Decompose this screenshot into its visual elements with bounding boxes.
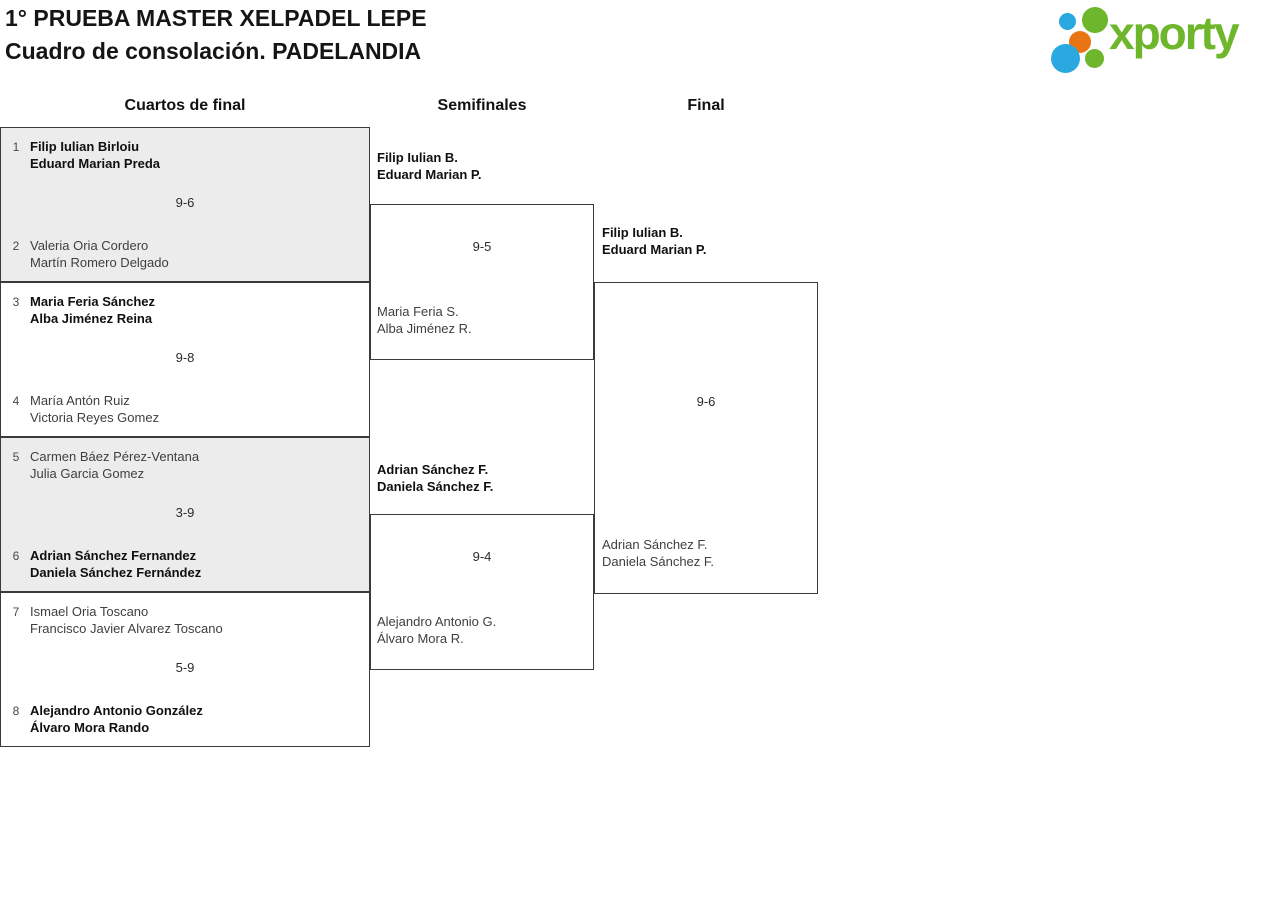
page-title: 1° PRUEBA MASTER XELPADEL LEPE (5, 5, 427, 31)
seed-number: 7 (12, 605, 20, 619)
player-name: Eduard Marian P. (602, 242, 707, 257)
logo-green-dot-big-icon (1082, 7, 1108, 33)
seed-number: 2 (12, 239, 20, 253)
seed-number: 8 (12, 704, 20, 718)
player-name: Adrian Sánchez Fernandez (30, 548, 197, 563)
seed-number: 5 (12, 450, 20, 464)
player-name: Eduard Marian Preda (30, 156, 161, 171)
xporty-wordmark: xporty (1109, 7, 1240, 59)
player-name: Valeria Oria Cordero (30, 238, 149, 253)
seed-number: 1 (12, 140, 20, 154)
player-name: Julia Garcia Gomez (30, 466, 145, 481)
match-score: 9-5 (472, 239, 492, 254)
seed-number: 4 (12, 394, 20, 408)
match-semifinal-2: 9-4 (370, 514, 594, 670)
team-row: 4 María Antón Ruiz Victoria Reyes Gomez (8, 392, 159, 426)
team-row: 8 Alejandro Antonio González Álvaro Mora… (8, 702, 203, 736)
player-name: Filip Iulian B. (602, 225, 683, 240)
player-name: Carmen Báez Pérez-Ventana (30, 449, 200, 464)
match-final: 9-6 (594, 282, 818, 594)
player-name: Filip Iulian B. (377, 150, 458, 165)
team-row: 1 Filip Iulian Birloiu Eduard Marian Pre… (8, 138, 160, 172)
advancing-team-label: Adrian Sánchez F. Daniela Sánchez F. (377, 461, 493, 495)
match-quarterfinal-4: 7 Ismael Oria Toscano Francisco Javier A… (0, 592, 370, 747)
page-subtitle: Cuadro de consolación. PADELANDIA (5, 38, 422, 64)
player-name: Alejandro Antonio González (30, 703, 203, 718)
player-name: Francisco Javier Alvarez Toscano (30, 621, 223, 636)
player-name: Martín Romero Delgado (30, 255, 169, 270)
logo-green-dot-small-icon (1085, 49, 1104, 68)
player-name: Adrian Sánchez F. (377, 462, 489, 477)
column-header-final: Final (687, 97, 725, 114)
player-name: Adrian Sánchez F. (602, 537, 708, 552)
advancing-team-label: Maria Feria S. Alba Jiménez R. (377, 303, 472, 337)
match-quarterfinal-2: 3 Maria Feria Sánchez Alba Jiménez Reina… (0, 282, 370, 437)
player-name: Victoria Reyes Gomez (30, 410, 160, 425)
player-name: Eduard Marian P. (377, 167, 482, 182)
player-name: Alba Jiménez R. (377, 321, 472, 336)
player-name: Filip Iulian Birloiu (30, 139, 140, 154)
column-header-cuartos-de-final: Cuartos de final (124, 97, 246, 114)
player-name: Alba Jiménez Reina (30, 311, 153, 326)
match-quarterfinal-1: 1 Filip Iulian Birloiu Eduard Marian Pre… (0, 127, 370, 282)
player-name: Álvaro Mora R. (377, 631, 464, 646)
player-name: Daniela Sánchez Fernández (30, 565, 202, 580)
column-header-semifinales: Semifinales (437, 97, 527, 114)
logo-blue-dot-small-icon (1059, 13, 1076, 30)
player-name: Maria Feria S. (377, 304, 459, 319)
advancing-team-label: Filip Iulian B. Eduard Marian P. (377, 149, 482, 183)
logo-blue-dot-big-icon (1051, 44, 1080, 73)
match-score: 9-6 (696, 394, 716, 409)
advancing-team-label: Alejandro Antonio G. Álvaro Mora R. (377, 613, 496, 647)
player-name: Álvaro Mora Rando (30, 720, 150, 735)
player-name: Maria Feria Sánchez (30, 294, 155, 309)
player-name: Alejandro Antonio G. (377, 614, 497, 629)
match-score: 9-8 (175, 350, 195, 365)
page-header: 1° PRUEBA MASTER XELPADEL LEPE Cuadro de… (5, 2, 427, 68)
match-quarterfinal-3: 5 Carmen Báez Pérez-Ventana Julia Garcia… (0, 437, 370, 592)
advancing-team-label: Filip Iulian B. Eduard Marian P. (602, 224, 707, 258)
match-semifinal-1: 9-5 (370, 204, 594, 360)
player-name: Daniela Sánchez F. (602, 554, 715, 569)
team-row: 7 Ismael Oria Toscano Francisco Javier A… (8, 603, 223, 637)
xporty-logo[interactable]: xporty (1045, 0, 1280, 82)
match-score: 3-9 (175, 505, 195, 520)
team-row: 6 Adrian Sánchez Fernandez Daniela Sánch… (8, 547, 202, 581)
player-name: Daniela Sánchez F. (377, 479, 494, 494)
player-name: María Antón Ruiz (30, 393, 130, 408)
team-row: 2 Valeria Oria Cordero Martín Romero Del… (8, 237, 169, 271)
seed-number: 3 (12, 295, 20, 309)
match-score: 9-4 (472, 549, 492, 564)
team-row: 3 Maria Feria Sánchez Alba Jiménez Reina (8, 293, 155, 327)
match-score: 5-9 (175, 660, 195, 675)
team-row: 5 Carmen Báez Pérez-Ventana Julia Garcia… (8, 448, 199, 482)
match-score: 9-6 (175, 195, 195, 210)
player-name: Ismael Oria Toscano (30, 604, 149, 619)
advancing-team-label: Adrian Sánchez F. Daniela Sánchez F. (602, 536, 714, 570)
seed-number: 6 (12, 549, 20, 563)
